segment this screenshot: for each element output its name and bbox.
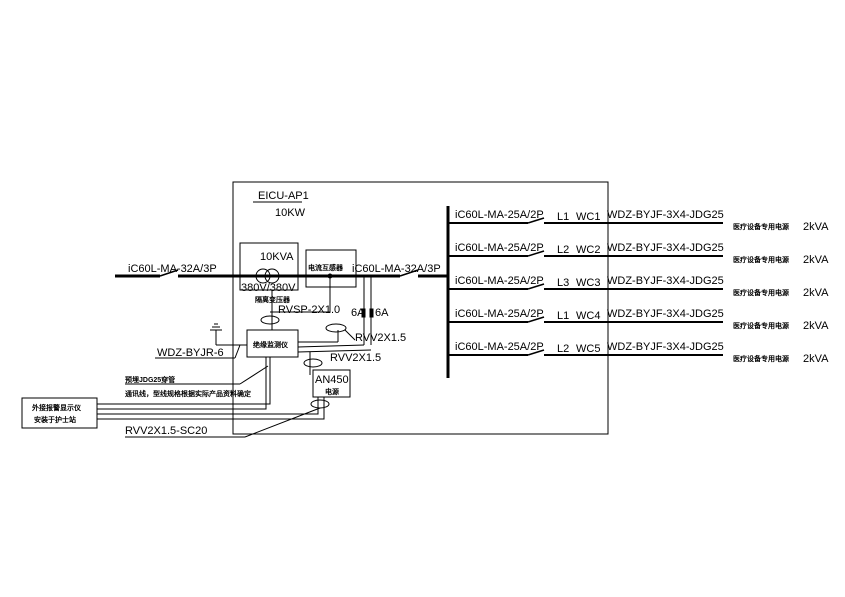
branch-breaker-label: iC60L-MA-25A/2P: [455, 242, 544, 254]
branch-phase: L1: [557, 211, 569, 223]
branch-load: 医疗设备专用电源: [733, 288, 789, 297]
remote-line1: 外接报警显示仪: [32, 403, 82, 412]
branch-phase: L1: [557, 310, 569, 322]
fuse2-label: 6A: [375, 307, 389, 319]
branch-circuit: WC2: [576, 244, 600, 256]
transformer-rating: 10KVA: [260, 251, 294, 263]
rvsp-cable-label: RVSP-2X1.0: [278, 304, 340, 316]
branch-power: 2kVA: [803, 221, 829, 233]
branch-breaker-label: iC60L-MA-25A/2P: [455, 209, 544, 221]
branch-breaker-symbol: [527, 316, 545, 323]
insulation-monitor-box: [246, 329, 299, 358]
jdg-note: 预埋JDG25穿管: [125, 375, 175, 384]
fuse-icon: [369, 308, 374, 318]
branch-cable: WDZ-BYJF-3X4-JDG25: [607, 308, 724, 320]
ct-box: [305, 249, 357, 288]
branch-breaker-label: iC60L-MA-25A/2P: [455, 275, 544, 287]
branch-load: 医疗设备专用电源: [733, 321, 789, 330]
fuse-icon: [361, 308, 366, 318]
branch-breaker-label: iC60L-MA-25A/2P: [455, 341, 544, 353]
branch-circuit: WC5: [576, 343, 600, 355]
incoming-breaker-label: iC60L-MA-32A/3P: [128, 263, 217, 275]
panel-power: 10KW: [275, 207, 306, 219]
fuse1-label: 6A: [351, 307, 365, 319]
main-breaker-symbol: [399, 269, 419, 277]
branch-power: 2kVA: [803, 254, 829, 266]
remote-display-box: [21, 397, 98, 429]
branch-phase: L3: [557, 277, 569, 289]
transformer-voltage: 380V/380V: [241, 282, 296, 294]
main-breaker-label: iC60L-MA-32A/3P: [352, 263, 441, 275]
transformer-label: 隔离变压器: [255, 295, 291, 304]
branch-cable: WDZ-BYJF-3X4-JDG25: [607, 341, 724, 353]
branch-circuit: WC4: [576, 310, 600, 322]
branch-load: 医疗设备专用电源: [733, 354, 789, 363]
incoming-breaker-symbol: [159, 269, 179, 277]
rvv-cable-label-2: RVV2X1.5: [330, 352, 381, 364]
an450-model: AN450: [315, 374, 349, 386]
earth-cable-label: WDZ-BYJR-6: [157, 347, 224, 359]
comm-note: 通讯线，型线规格根据实际产品资料确定: [125, 389, 251, 398]
ct-label: 电流互感器: [308, 263, 344, 272]
branch-power: 2kVA: [803, 353, 829, 365]
branch-phase: L2: [557, 343, 569, 355]
branch-breaker-symbol: [527, 217, 545, 224]
branch-cable: WDZ-BYJF-3X4-JDG25: [607, 242, 724, 254]
branch-cable: WDZ-BYJF-3X4-JDG25: [607, 275, 724, 287]
panel-frame: [232, 181, 609, 435]
remote-line2: 安装于护士站: [34, 415, 76, 424]
branch-breaker-label: iC60L-MA-25A/2P: [455, 308, 544, 320]
an450-box: [312, 369, 351, 398]
transformer-icon: [255, 268, 271, 284]
branch-power: 2kVA: [803, 287, 829, 299]
sc20-cable-label: RVV2X1.5-SC20: [125, 425, 207, 437]
transformer-box: [239, 242, 299, 291]
branch-load: 医疗设备专用电源: [733, 222, 789, 231]
cable-sleeve-icon: [260, 315, 280, 325]
rvv-cable-label-1: RVV2X1.5: [355, 332, 406, 344]
branch-power: 2kVA: [803, 320, 829, 332]
branch-circuit: WC1: [576, 211, 600, 223]
branch-breaker-symbol: [527, 250, 545, 257]
monitor-label: 绝缘监测仪: [253, 340, 289, 349]
panel-name: EICU-AP1: [258, 190, 309, 202]
branch-load: 医疗设备专用电源: [733, 255, 789, 264]
branch-breaker-symbol: [527, 349, 545, 356]
branch-breaker-symbol: [527, 283, 545, 290]
branch-cable: WDZ-BYJF-3X4-JDG25: [607, 209, 724, 221]
branch-phase: L2: [557, 244, 569, 256]
branch-circuit: WC3: [576, 277, 600, 289]
an450-label: 电源: [325, 387, 339, 396]
